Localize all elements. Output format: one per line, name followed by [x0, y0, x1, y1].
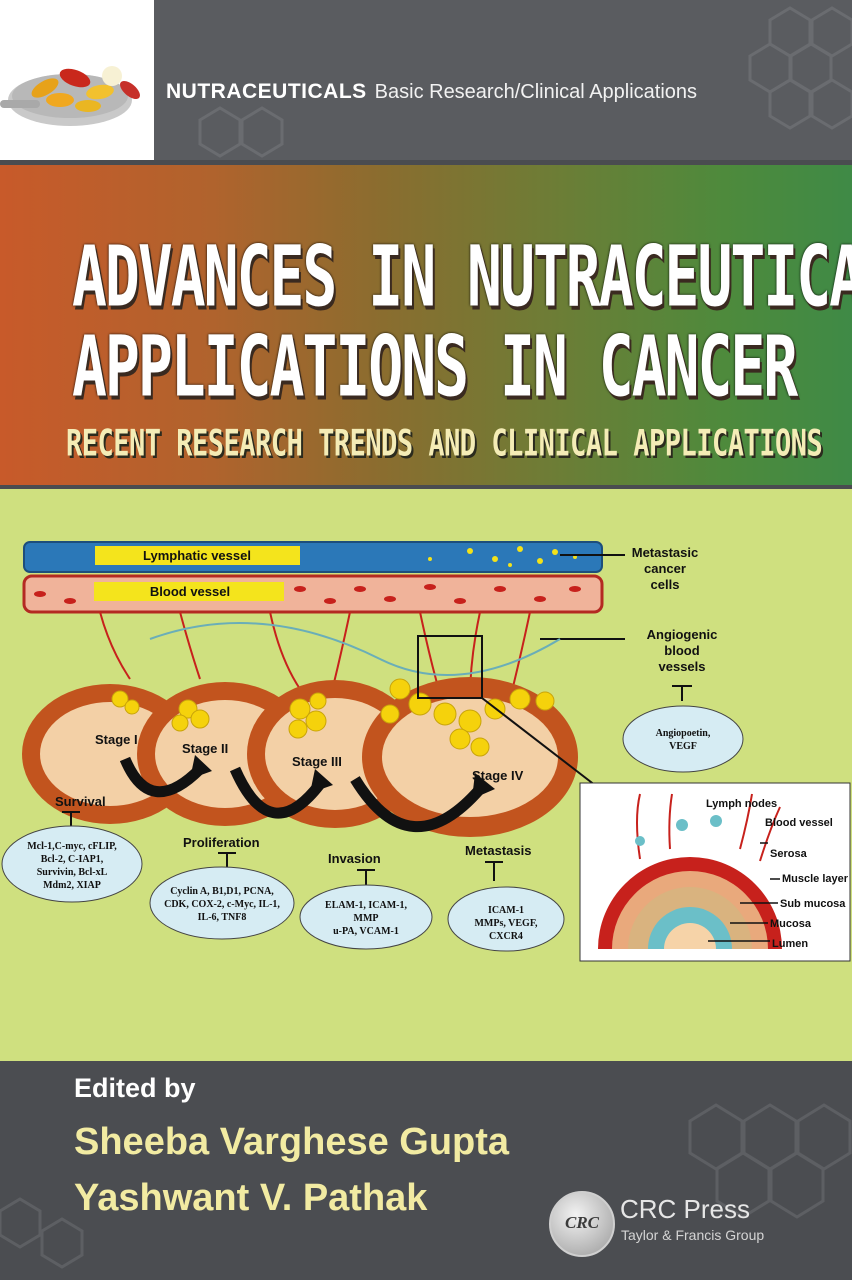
- metastasis-label: Metastasis: [465, 843, 531, 858]
- stage-2-label: Stage II: [182, 741, 228, 756]
- series-name: NUTRACEUTICALS: [166, 80, 367, 103]
- inset-blood-vessel-label: Blood vessel: [765, 817, 833, 829]
- proliferation-markers-ellipse: [149, 866, 295, 940]
- angiogenic-label-3: vessels: [659, 659, 706, 674]
- title-band: ADVANCES IN NUTRACEUTICAL APPLICATIONS I…: [0, 165, 852, 485]
- proliferation-marker-1: Cyclin A, B1,D1, PCNA,: [170, 886, 274, 897]
- blood-vessel-label-box: [94, 582, 284, 601]
- crc-logo-icon: CRC: [549, 1191, 615, 1257]
- proliferation-label: Proliferation: [183, 835, 260, 850]
- invasion-marker-1: ELAM-1, ICAM-1,: [325, 900, 407, 911]
- hexagon-pattern: [198, 6, 852, 158]
- book-title-line-2: APPLICATIONS IN CANCER: [72, 317, 798, 416]
- crc-logo-text: CRC: [564, 1213, 600, 1232]
- red-blood-cells: [34, 584, 581, 604]
- lymph-vessels: [149, 622, 561, 676]
- editors-hexagon-pattern: [0, 1103, 852, 1269]
- tissue-layers: [598, 857, 782, 949]
- metastasis-marker-2: MMPs, VEGF,: [474, 918, 538, 929]
- metastatic-cells: [428, 546, 577, 567]
- publisher-name: CRC Press: [620, 1194, 751, 1224]
- inset-lymph-nodes: [635, 815, 722, 846]
- label-leaders: [540, 554, 625, 640]
- inhibit-symbol-angio: [672, 685, 692, 701]
- angiogenic-factors-1: Angiopoetin,: [656, 728, 711, 739]
- inhibit-symbols: [62, 811, 503, 885]
- survival-marker-1: Mcl-1,C-myc, cFLIP,: [27, 841, 117, 852]
- series-subtitle: Basic Research/Clinical Applications: [374, 81, 698, 103]
- illustration-svg: Lymphatic vessel Blood vessel: [1, 541, 851, 962]
- survival-marker-2: Bcl-2, C-IAP1,: [41, 854, 104, 865]
- supplement-spoon-photo: [0, 0, 154, 160]
- tumor-cells: [111, 678, 555, 757]
- edited-by-label: Edited by: [74, 1073, 196, 1103]
- editor-1-name: Sheeba Varghese Gupta: [74, 1121, 510, 1163]
- inset-muscle-label: Muscle layer: [782, 873, 849, 885]
- angiogenic-label-1: Angiogenic: [647, 627, 718, 642]
- inset-vessels: [636, 793, 781, 862]
- metastasis-markers-ellipse: [447, 886, 565, 952]
- invasion-markers-ellipse: [299, 884, 433, 950]
- lymphatic-label-box: [95, 546, 300, 565]
- series-label: NUTRACEUTICALS Basic Research/Clinical Ap…: [166, 80, 697, 104]
- editors-band: Edited by Sheeba Varghese Gupta Yashwant…: [0, 1061, 852, 1280]
- survival-label: Survival: [55, 794, 106, 809]
- pills-illustration: [0, 66, 140, 126]
- survival-markers-ellipse: [1, 825, 143, 903]
- progression-arrows: [119, 756, 485, 832]
- inset-mucosa-label: Mucosa: [770, 918, 812, 930]
- inset-serosa-label: Serosa: [770, 848, 808, 860]
- lymphatic-vessel-label: Lymphatic vessel: [143, 548, 251, 563]
- metastasis-marker-3: CXCR4: [489, 931, 523, 942]
- cancer-progression-illustration: Lymphatic vessel Blood vessel: [0, 489, 852, 1061]
- invasion-label: Invasion: [328, 851, 381, 866]
- proliferation-marker-3: IL-6, TNF8: [198, 912, 247, 923]
- blood-vessel-label: Blood vessel: [150, 584, 230, 599]
- metastasic-label-1: Metastasic: [632, 545, 698, 560]
- stage-1-label: Stage I: [95, 732, 138, 747]
- series-band: NUTRACEUTICALS Basic Research/Clinical Ap…: [0, 0, 852, 160]
- metastasis-marker-1: ICAM-1: [488, 905, 524, 916]
- inset-submucosa-label: Sub mucosa: [780, 898, 846, 910]
- stage-3-label: Stage III: [292, 754, 342, 769]
- survival-marker-3: Survivin, Bcl-xL: [37, 867, 108, 878]
- book-title-line-1: ADVANCES IN NUTRACEUTICAL: [72, 227, 852, 326]
- editor-2-name: Yashwant V. Pathak: [74, 1177, 428, 1219]
- inset-lymph-nodes-label: Lymph nodes: [706, 798, 777, 810]
- metastasic-label-2: cancer: [644, 561, 686, 576]
- stage-4-label: Stage IV: [472, 768, 524, 783]
- angiogenic-label-2: blood: [664, 643, 699, 658]
- invasion-marker-2: MMP: [354, 913, 379, 924]
- inset-lumen-label: Lumen: [772, 938, 808, 950]
- publisher-group: Taylor & Francis Group: [621, 1227, 765, 1243]
- angiogenic-factors-2: VEGF: [669, 741, 697, 752]
- survival-marker-4: Mdm2, XIAP: [43, 880, 101, 891]
- angiogenic-factors-ellipse: [622, 705, 744, 773]
- invasion-marker-3: u-PA, VCAM-1: [333, 926, 399, 937]
- book-subtitle: RECENT RESEARCH TRENDS AND CLINICAL APPL…: [66, 423, 823, 465]
- zoom-leader: [481, 697, 601, 790]
- metastasic-label-3: cells: [651, 577, 680, 592]
- zoom-box: [417, 635, 483, 699]
- arrow-heads: [190, 755, 495, 799]
- inset-leaders: [708, 842, 780, 942]
- proliferation-marker-2: CDK, COX-2, c-Myc, IL-1,: [164, 899, 280, 910]
